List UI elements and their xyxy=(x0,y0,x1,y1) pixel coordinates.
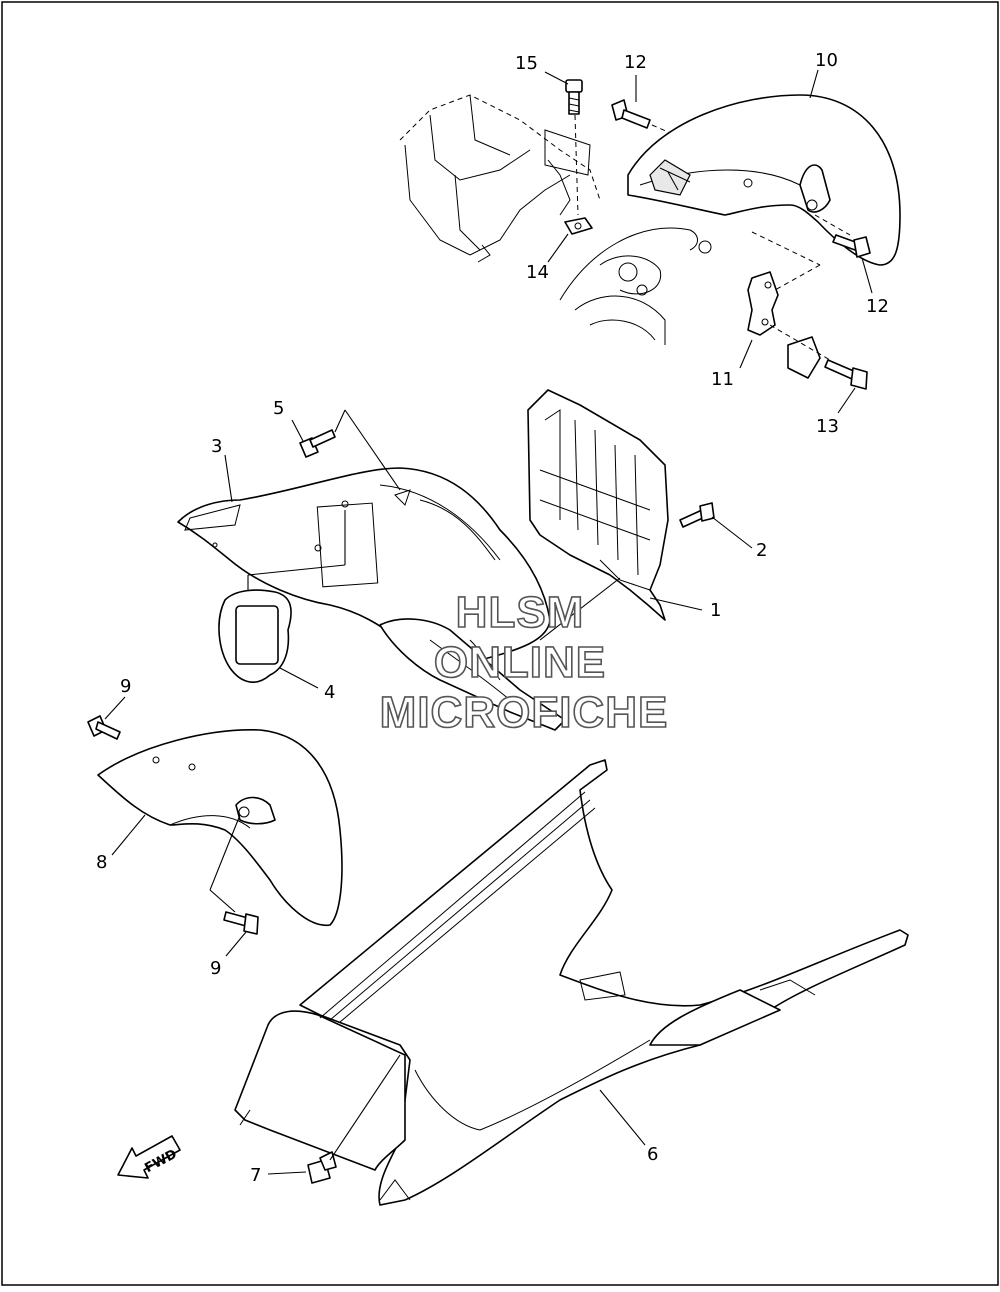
callout-3: 3 xyxy=(211,436,222,457)
callout-6: 6 xyxy=(647,1144,658,1165)
callout-11: 11 xyxy=(711,369,734,390)
nut-14 xyxy=(564,217,593,235)
callout-1: 1 xyxy=(710,600,721,621)
callout-12-right: 12 xyxy=(866,296,889,317)
callout-labels: 15 12 10 14 12 11 13 5 3 2 1 4 9 8 9 6 7 xyxy=(96,50,889,1186)
leader-lines xyxy=(104,69,873,1175)
watermark-line-3: MICROFICHE xyxy=(380,688,669,737)
bracket-11 xyxy=(747,271,831,379)
grommet-4 xyxy=(218,589,292,683)
callout-2: 2 xyxy=(756,540,767,561)
watermark-line-2: ONLINE xyxy=(434,638,606,687)
inner-panel-1 xyxy=(527,389,669,641)
lower-cowl-6 xyxy=(234,759,909,1206)
screw-7 xyxy=(307,1054,401,1184)
callout-7: 7 xyxy=(250,1165,261,1186)
callout-9-top: 9 xyxy=(120,676,131,697)
bolt-13 xyxy=(824,359,868,390)
bolt-9-top xyxy=(87,715,121,740)
watermark-line-1: HLSM xyxy=(456,588,585,637)
screw-2 xyxy=(679,502,715,528)
frame-background xyxy=(399,94,712,345)
callout-10: 10 xyxy=(815,50,838,71)
callout-12-top: 12 xyxy=(624,52,647,73)
side-cover-3 xyxy=(177,467,566,731)
bolt-12-right xyxy=(832,234,871,258)
callout-14: 14 xyxy=(526,262,549,283)
callout-9-bottom: 9 xyxy=(210,958,221,979)
callout-8: 8 xyxy=(96,852,107,873)
fwd-direction-badge: FWD xyxy=(117,1135,181,1179)
bolt-12-top xyxy=(611,99,781,181)
bolt-9-bottom xyxy=(209,814,259,935)
screw-5 xyxy=(299,409,401,491)
rear-fender-10 xyxy=(627,94,901,291)
front-fender-8 xyxy=(97,729,343,926)
callout-13: 13 xyxy=(816,416,839,437)
watermark: HLSM ONLINE MICROFICHE xyxy=(379,587,669,738)
callout-15: 15 xyxy=(515,53,538,74)
bolt-15 xyxy=(565,79,583,216)
callout-5: 5 xyxy=(273,398,284,419)
callout-4: 4 xyxy=(324,682,335,703)
